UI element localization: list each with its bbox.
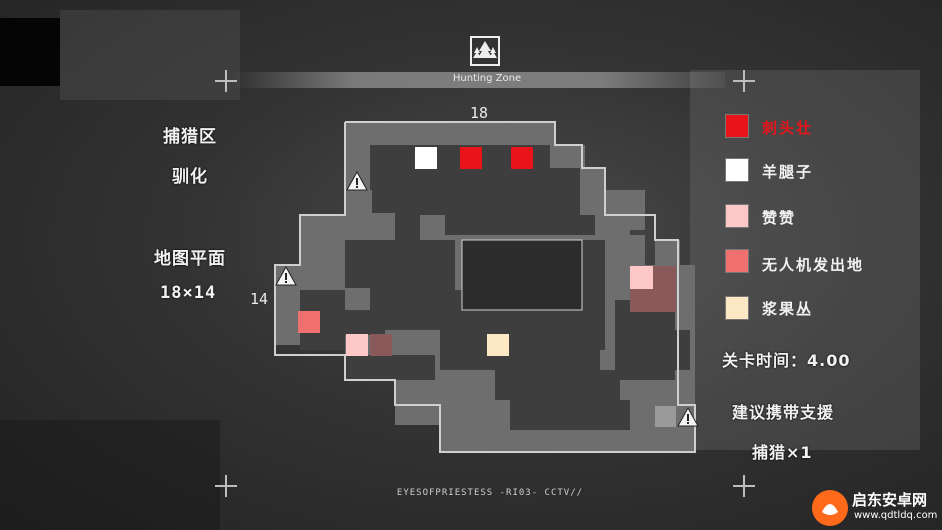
support-count-label: 捕猎×1 (752, 443, 813, 462)
map-floor-region (300, 245, 325, 270)
background-panel (60, 10, 240, 100)
legend-label-zanzan: 赞赞 (762, 209, 797, 227)
zanzan-cell-dark (630, 289, 653, 312)
legend-swatch-goat (725, 158, 749, 182)
zanzan-cell (346, 334, 368, 356)
warning-triangle-icon (677, 406, 699, 427)
legend-swatch-drone (725, 249, 749, 273)
spiky-spawn-cell (511, 147, 533, 169)
map-wall-region (345, 355, 435, 380)
map-floor-region (420, 215, 445, 240)
drone-spawn-cell (298, 311, 320, 333)
camera-feed-box (0, 18, 60, 86)
zanzan-cell-dark (653, 289, 676, 312)
crosshair-icon (215, 475, 237, 497)
watermark-site-name: 启东安卓网 (852, 491, 928, 509)
map-outline (274, 121, 696, 453)
legend-label-spiky: 刺头壮 (762, 119, 814, 137)
map-floor-region (345, 288, 370, 310)
map-wall-region (395, 215, 420, 240)
warning-triangle-icon (346, 170, 368, 191)
map-wall-region (495, 370, 620, 400)
zanzan-cell-dark (370, 334, 392, 356)
legend-swatch-berry (725, 296, 749, 320)
legend-label-drone: 无人机发出地 (762, 256, 865, 274)
map-wall-region (370, 168, 580, 190)
crosshair-icon (215, 70, 237, 92)
map-plane-label: 地图平面 (154, 249, 226, 269)
berry-bush-cell (487, 334, 509, 356)
map-floor-region (655, 240, 680, 265)
legend-label-berry: 浆果丛 (762, 300, 814, 318)
zone-type-label: 捕猎区 (163, 127, 217, 147)
warning-triangle-icon (275, 265, 297, 286)
map-floor-region (580, 190, 605, 215)
mode-label: 驯化 (172, 167, 208, 187)
header-bar (232, 72, 725, 88)
map-wall-region (440, 330, 600, 370)
map-wall-region (650, 330, 690, 370)
zone-title: Hunting Zone (452, 73, 522, 84)
exit-cell (655, 406, 676, 427)
map-width-label: 18 (470, 104, 489, 122)
zanzan-cell-dark (653, 266, 676, 289)
map-wall-region (510, 400, 630, 430)
stage-time-label: 关卡时间：4.00 (722, 351, 851, 370)
legend-swatch-spiky (725, 114, 749, 138)
map-height-label: 14 (250, 290, 269, 308)
map-wall-region (372, 190, 602, 213)
spiky-spawn-cell (460, 147, 482, 169)
forest-emblem-icon (470, 36, 500, 66)
crosshair-icon (733, 70, 755, 92)
support-recommendation-label: 建议携带支援 (732, 403, 835, 422)
watermark-logo-icon (812, 490, 848, 526)
zanzan-cell (630, 266, 653, 289)
footer-caption: EYESOFPRIESTESS -RI03- CCTV// (396, 488, 584, 498)
goat-spawn-cell (415, 147, 437, 169)
map-size-label: 18×14 (160, 283, 217, 303)
map-wall-region (345, 240, 370, 290)
legend-label-goat: 羊腿子 (762, 163, 814, 181)
map-wall-region (535, 190, 560, 215)
site-watermark: 启东安卓网 www.qdtldq.com (808, 486, 942, 530)
legend-swatch-zanzan (725, 204, 749, 228)
map-wall-region (325, 310, 385, 335)
watermark-url: www.qdtldq.com (854, 510, 938, 521)
background-panel (0, 420, 220, 530)
crosshair-icon (733, 475, 755, 497)
central-pit (461, 239, 583, 311)
